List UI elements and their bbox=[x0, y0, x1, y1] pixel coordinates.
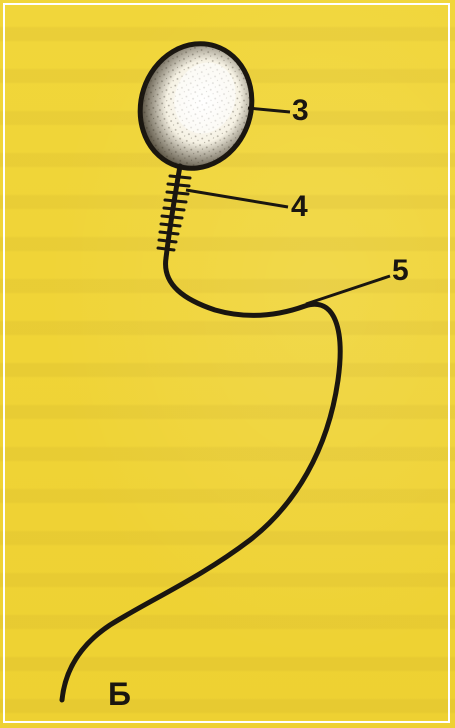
sperm-midpiece bbox=[158, 166, 190, 258]
leader-line-5 bbox=[306, 276, 390, 304]
leader-line-4 bbox=[186, 190, 288, 207]
label-tail: 5 bbox=[392, 256, 409, 286]
leader-line-3 bbox=[248, 108, 290, 112]
sperm-tail bbox=[62, 258, 340, 700]
label-head: 3 bbox=[292, 96, 309, 126]
label-midpiece: 4 bbox=[291, 192, 308, 222]
panel-letter: Б bbox=[108, 678, 131, 710]
sperm-head bbox=[124, 29, 268, 183]
